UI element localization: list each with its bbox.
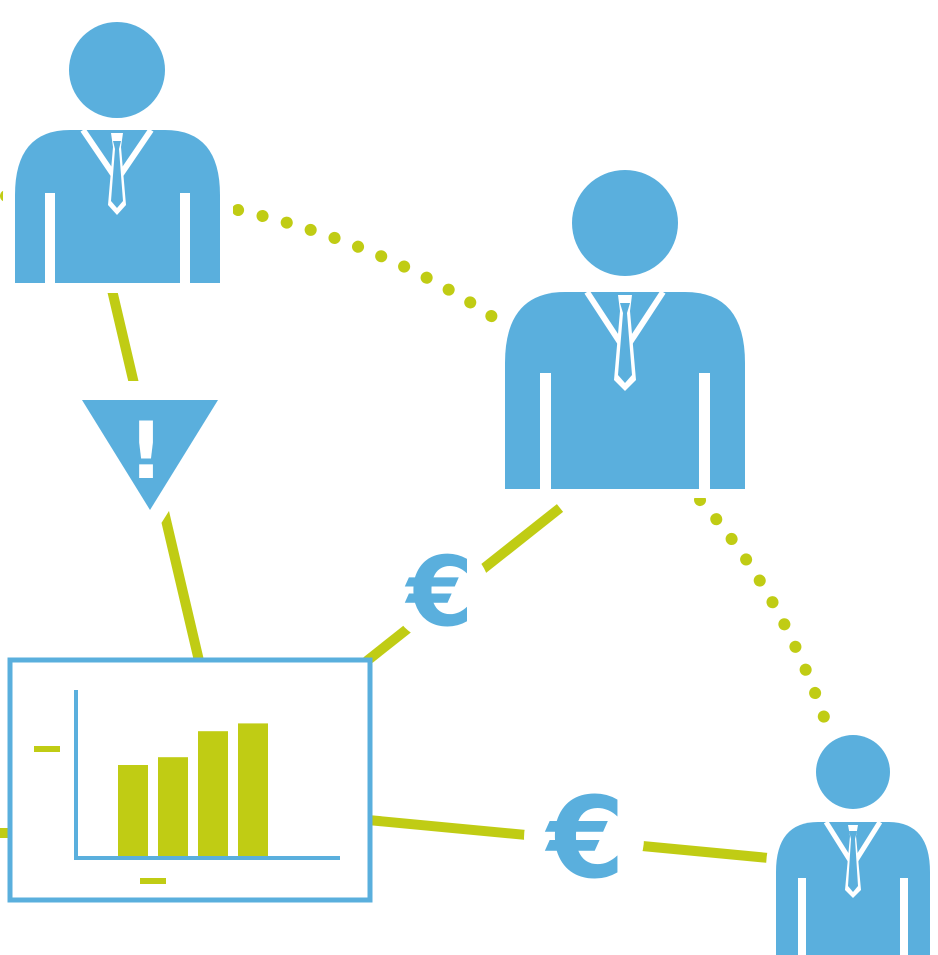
- chart-x-label-mark: [140, 878, 166, 884]
- person-head: [572, 170, 678, 276]
- chart-bars: [118, 723, 268, 856]
- person-icon-middle: [493, 161, 757, 498]
- bar-chart-icon: [7, 657, 373, 903]
- chart-frame: [7, 657, 373, 903]
- connector-dotted-person1-person2: [232, 204, 506, 328]
- warning-exclamation: !: [128, 407, 164, 497]
- chart-bar-2: [158, 757, 188, 856]
- person-head: [816, 735, 890, 809]
- person-icon-top-left: [3, 12, 233, 293]
- warning-triangle-icon: !: [55, 381, 245, 535]
- person-head: [69, 22, 165, 118]
- connector-dotted-person2-person3: [694, 494, 831, 726]
- chart-bar-1: [118, 765, 148, 856]
- chart-bar-3: [198, 731, 228, 856]
- euro-icon: €: [390, 536, 490, 648]
- person-icon-bottom-right: [766, 727, 938, 955]
- chart-y-label-mark: [34, 746, 60, 752]
- euro-symbol-upper: €: [405, 536, 474, 648]
- euro-symbol-lower: €: [544, 774, 625, 904]
- euro-icon: €: [524, 774, 644, 904]
- chart-bar-4: [238, 723, 268, 856]
